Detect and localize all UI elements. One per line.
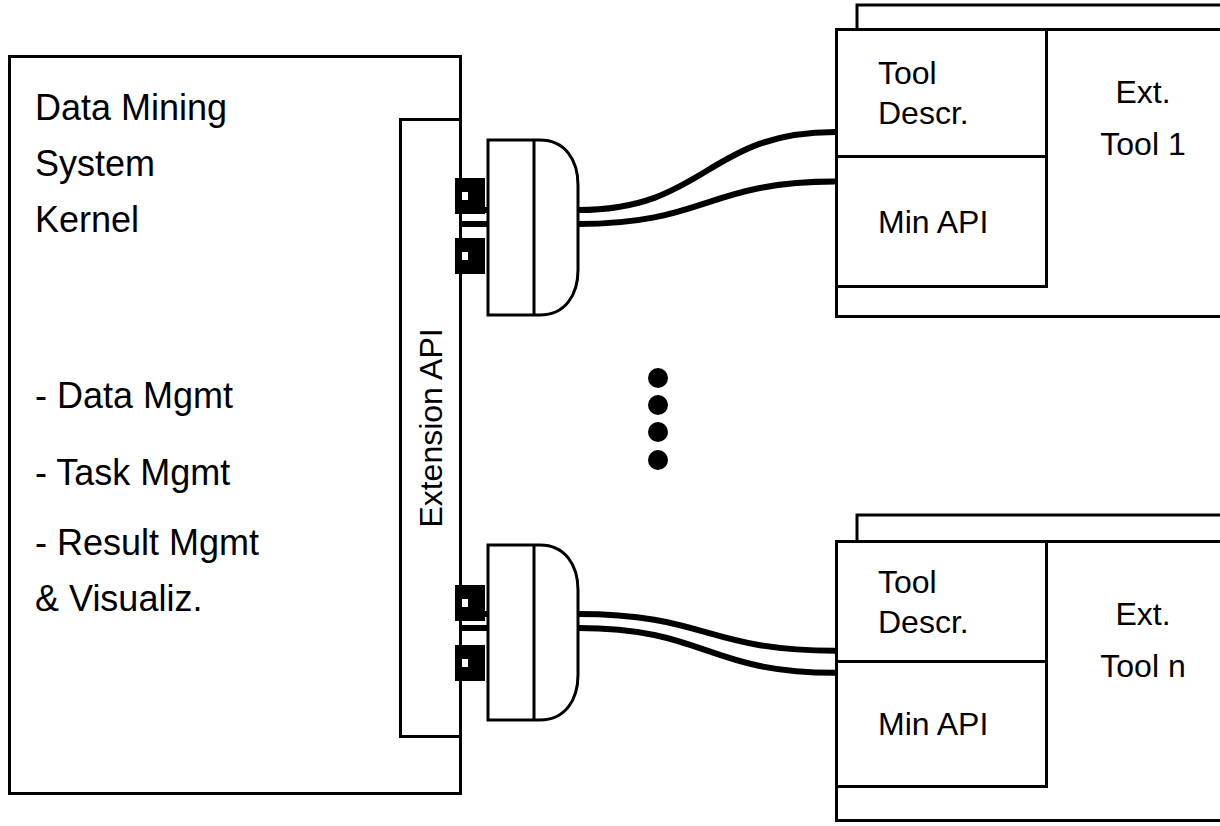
dot	[648, 395, 668, 415]
tool-name: Ext. Tool n	[1088, 588, 1198, 692]
socket-hole	[462, 252, 468, 260]
kernel-item: - Task Mgmt	[35, 445, 335, 501]
kernel-title: Data Mining System Kernel	[35, 80, 245, 248]
api-label: Extension API	[411, 328, 451, 527]
plug-symbol	[455, 140, 578, 315]
descriptor-label: Tool Descr.	[878, 53, 1008, 133]
descriptor-box: Tool Descr.	[835, 540, 1048, 663]
tool-box: Ext. Tool n Tool Descr. Min API	[835, 540, 1220, 822]
kernel-box: Data Mining System Kernel - Data Mgmt - Ta…	[8, 55, 462, 795]
socket-hole	[462, 659, 468, 667]
dot	[648, 450, 668, 470]
plug-symbol	[455, 545, 578, 720]
plug-seam	[533, 141, 536, 314]
descriptor-label: Tool Descr.	[878, 562, 1008, 642]
plug-seam	[533, 546, 536, 719]
api-label: Min API	[878, 202, 988, 242]
api-box: Min API	[835, 155, 1048, 288]
kernel-item: - Data Mgmt	[35, 368, 335, 424]
descriptor-box: Tool Descr.	[835, 28, 1048, 158]
api-label: Min API	[878, 704, 988, 744]
dot	[648, 422, 668, 442]
tool-box: Ext. Tool 1 Tool Descr. Min API	[835, 28, 1220, 318]
kernel-item: - Result Mgmt & Visualiz.	[35, 515, 280, 627]
socket-hole	[462, 192, 468, 200]
ellipsis-dots	[648, 368, 668, 470]
api-box: Min API	[835, 660, 1048, 788]
plug-body	[488, 140, 578, 315]
dot	[648, 368, 668, 388]
tool-name: Ext. Tool 1	[1088, 66, 1198, 170]
api-bar: Extension API	[399, 118, 462, 738]
socket-hole	[462, 599, 468, 607]
plug-body	[488, 545, 578, 720]
